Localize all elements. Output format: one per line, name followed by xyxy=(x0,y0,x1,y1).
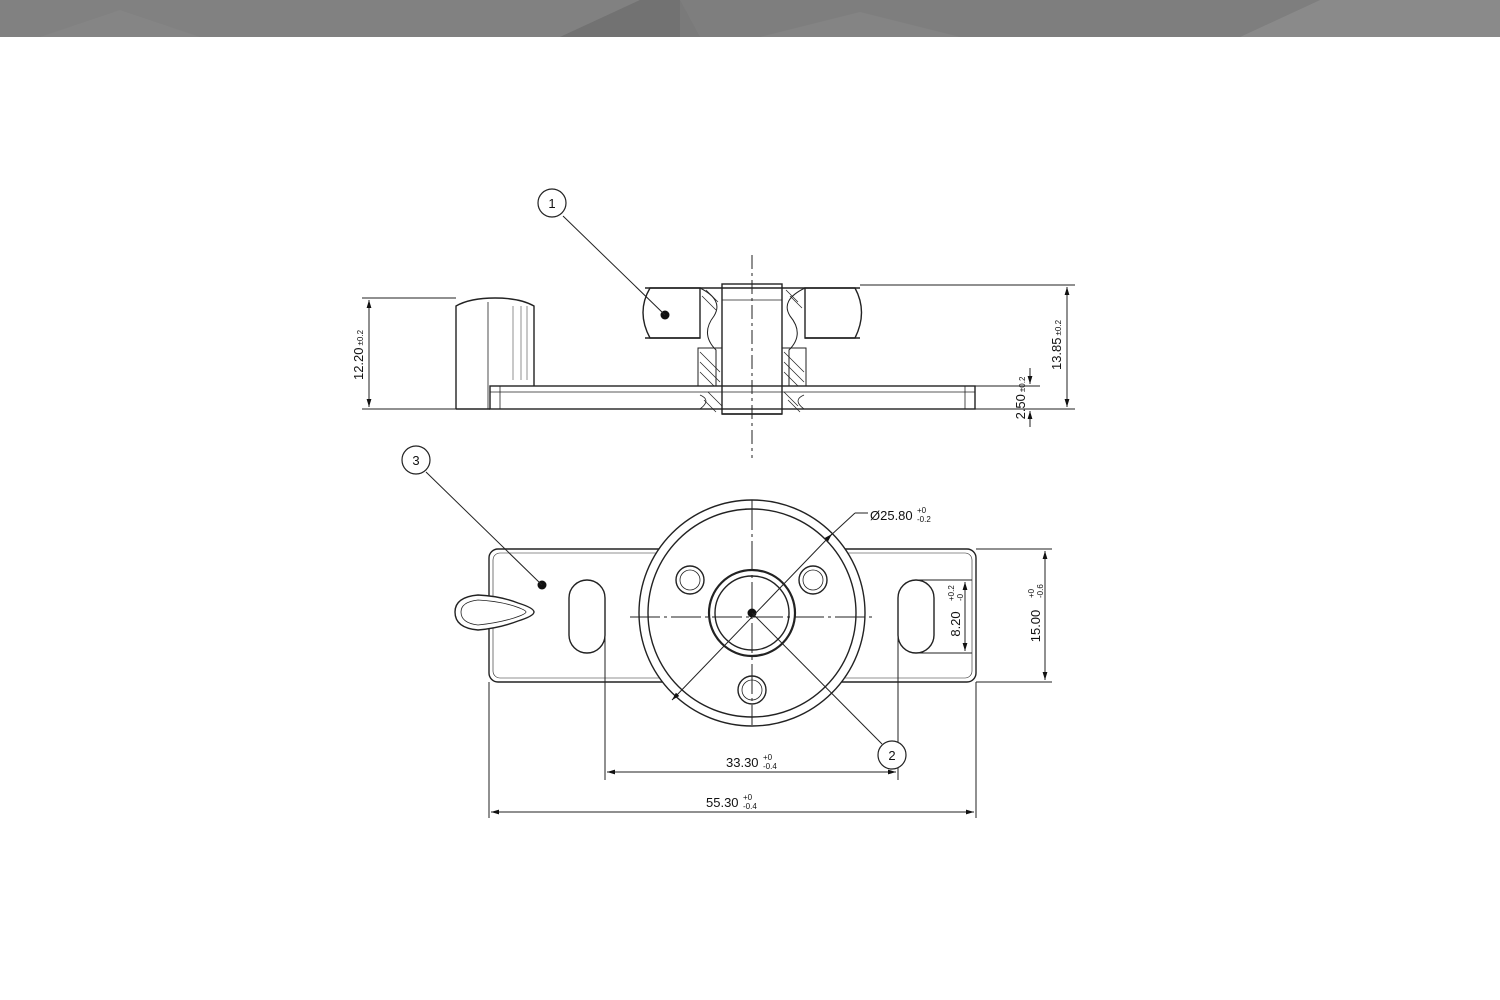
dim-dia-25-80: Ø25.80 +0 -0.2 xyxy=(870,506,931,524)
dim-33-30: 33.30 +0 -0.4 xyxy=(726,753,777,771)
svg-text:+0: +0 xyxy=(1027,588,1036,598)
balloon-3: 3 xyxy=(401,445,543,586)
svg-text:-0.4: -0.4 xyxy=(743,802,757,811)
dim-55-30: 55.30 +0 -0.4 xyxy=(706,793,757,811)
balloon-2: 2 xyxy=(751,612,907,770)
svg-text:55.30: 55.30 xyxy=(706,795,739,810)
dim-8-20: 8.20 +0.2 -0 xyxy=(947,585,965,637)
svg-text:2: 2 xyxy=(888,748,895,763)
svg-text:-0.4: -0.4 xyxy=(763,762,777,771)
banner-pattern xyxy=(0,0,1500,37)
svg-text:-0.6: -0.6 xyxy=(1036,584,1045,598)
side-view xyxy=(455,255,976,458)
svg-text:Ø25.80: Ø25.80 xyxy=(870,508,913,523)
dim-15-00: 15.00 +0 -0.6 xyxy=(1027,584,1045,643)
svg-text:13.85±0.2: 13.85±0.2 xyxy=(1049,319,1064,370)
svg-text:+0: +0 xyxy=(763,753,773,762)
svg-text:15.00: 15.00 xyxy=(1028,610,1043,643)
dim-13-85: 13.85±0.2 xyxy=(1049,319,1064,370)
svg-text:2.50±0.2: 2.50±0.2 xyxy=(1013,376,1028,419)
balloon-1: 1 xyxy=(537,188,666,316)
svg-text:+0: +0 xyxy=(743,793,753,802)
svg-text:+0.2: +0.2 xyxy=(947,585,956,601)
svg-text:1: 1 xyxy=(548,196,555,211)
svg-text:12.20±0.2: 12.20±0.2 xyxy=(351,329,366,380)
svg-text:3: 3 xyxy=(412,453,419,468)
top-banner xyxy=(0,0,1500,37)
svg-text:8.20: 8.20 xyxy=(948,611,963,636)
svg-text:-0: -0 xyxy=(956,593,965,601)
dim-2-50: 2.50±0.2 xyxy=(1013,376,1028,419)
svg-text:-0.2: -0.2 xyxy=(917,515,931,524)
svg-text:33.30: 33.30 xyxy=(726,755,759,770)
svg-text:+0: +0 xyxy=(917,506,927,515)
dim-12-20: 12.20±0.2 xyxy=(351,329,366,380)
